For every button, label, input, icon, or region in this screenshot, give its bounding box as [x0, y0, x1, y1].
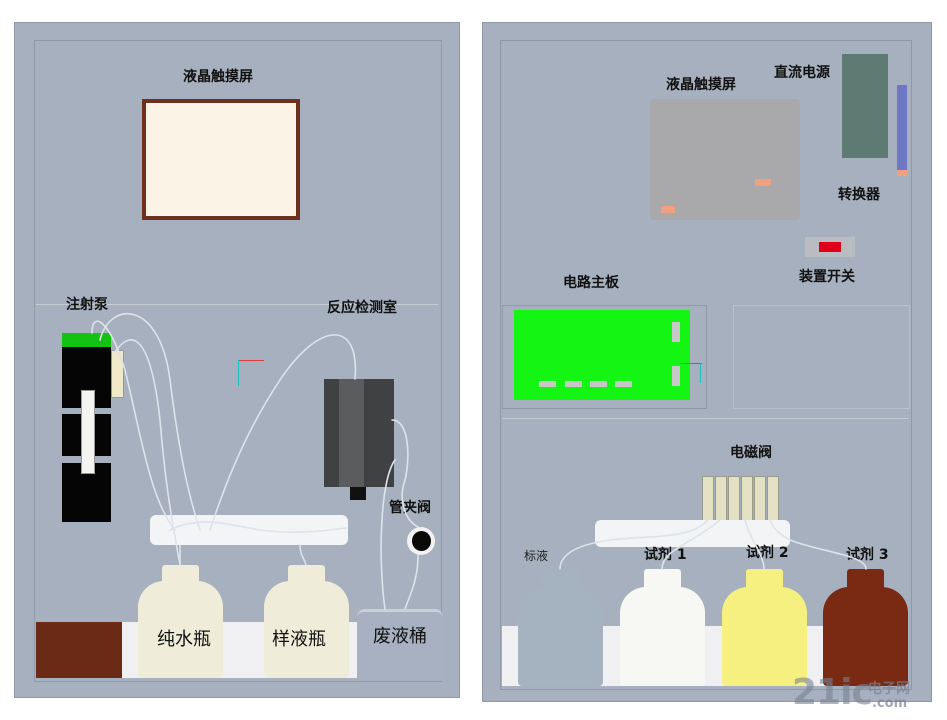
reagent-2-bottle: [722, 569, 807, 686]
waste-bucket: [357, 609, 443, 681]
right-lcd-screen: [650, 99, 800, 220]
waste-bucket-label: 废液桶: [373, 626, 427, 647]
tube-chamber-to-manifold: [209, 334, 357, 531]
tube-syringe-to-manifold: [91, 320, 176, 531]
tube-reagent-3: [769, 519, 867, 570]
device-switch-indicator: [819, 242, 841, 252]
syringe-pump-head: [62, 333, 111, 347]
mainboard-chip-3: [590, 381, 607, 387]
left-lcd-label: 液晶触摸屏: [183, 69, 253, 85]
right-lcd-connector-2: [661, 206, 675, 213]
mainboard-connector-top: [672, 322, 680, 342]
right-lcd-label: 液晶触摸屏: [666, 77, 736, 93]
tube-chamber-to-waste: [380, 459, 396, 610]
reagent-1-label: 试剂 1: [644, 547, 687, 563]
tube-standard: [559, 519, 709, 570]
syringe-pump-label: 注射泵: [66, 297, 108, 313]
mainboard-axis-marker-icon: [680, 361, 704, 385]
tube-manifold-right: [595, 520, 790, 547]
right-divider-line: [502, 418, 908, 419]
axis-marker-icon: [236, 357, 266, 387]
left-divider-line: [36, 304, 438, 305]
mainboard-connector-bottom: [672, 366, 680, 386]
reagent-1-bottle: [620, 569, 705, 686]
tube-manifold-loop: [169, 521, 347, 533]
pure-water-bottle: [138, 565, 223, 678]
standard-solution-label: 标液: [524, 549, 549, 563]
tube-syringe-loop: [114, 339, 181, 566]
dc-power-label: 直流电源: [774, 65, 830, 81]
pinch-valve-label: 管夹阀: [389, 500, 431, 516]
reaction-chamber-face: [339, 379, 364, 487]
right-lcd-connector-1: [755, 179, 771, 186]
tube-reagent-2: [744, 519, 765, 570]
converter-label: 转换器: [838, 187, 880, 203]
reaction-chamber-label: 反应检测室: [327, 300, 397, 316]
mainboard-chip-2: [565, 381, 582, 387]
device-switch-label: 装置开关: [799, 269, 855, 285]
tube-valve-to-waste: [404, 554, 419, 610]
solenoid-valve-label: 电磁阀: [730, 445, 772, 461]
right-inner-frame: [500, 40, 912, 690]
tube-manifold-left: [150, 515, 348, 545]
pure-water-bottle-label: 纯水瓶: [157, 629, 211, 650]
dc-power-unit: [842, 54, 888, 158]
standard-solution-bottle: [518, 569, 603, 686]
mainboard-chip-4: [615, 381, 632, 387]
syringe-barrel: [81, 390, 95, 474]
reagent-3-bottle: [823, 569, 908, 686]
left-lcd-screen: [142, 99, 300, 220]
converter-bar: [897, 85, 907, 170]
site-watermark-logo: 21ic: [792, 672, 873, 713]
sample-bottle: [264, 565, 349, 678]
site-watermark-sub1: 电子网: [868, 681, 910, 697]
sample-bottle-label: 样液瓶: [272, 629, 326, 650]
tube-syringe-to-chamber: [99, 312, 201, 531]
tube-reagent-1: [661, 519, 721, 570]
converter-tip: [897, 170, 907, 176]
mainboard-frame: [502, 305, 707, 409]
pinch-valve-core: [412, 531, 431, 551]
left-inner-frame: [34, 40, 442, 682]
mainboard-chip-1: [539, 381, 556, 387]
right-side-compartment: [733, 305, 910, 409]
reaction-chamber-outlet: [350, 487, 366, 500]
brown-container: [36, 622, 122, 678]
device-switch[interactable]: [805, 237, 855, 257]
tube-chamber-to-valve: [391, 419, 419, 528]
site-watermark-sub2: .com: [872, 696, 908, 711]
mainboard-label: 电路主板: [563, 275, 619, 291]
tube-manifold-to-sample: [299, 544, 307, 566]
